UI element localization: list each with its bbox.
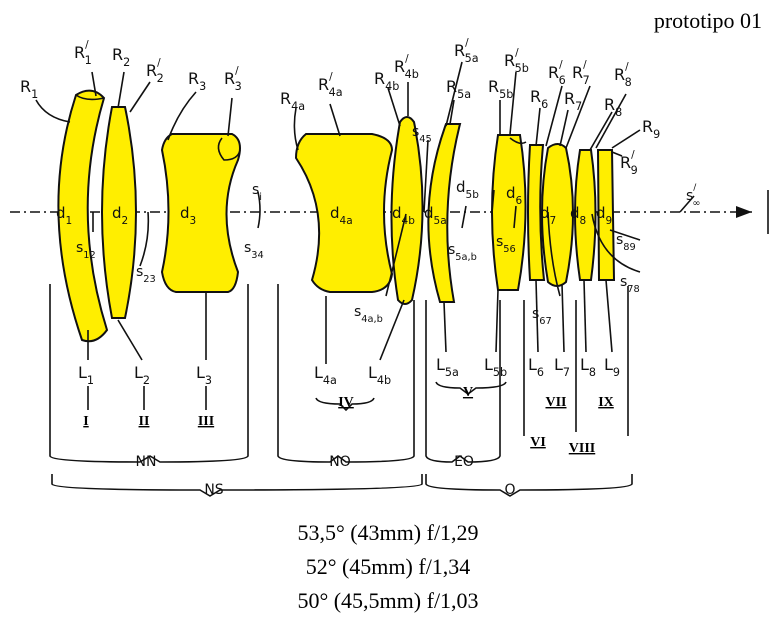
group-label-no: NO	[329, 454, 351, 470]
element-number-viii: VIII	[569, 441, 595, 456]
group-label-nn: NN	[136, 454, 157, 470]
spacing-label-12: s12	[76, 240, 96, 261]
group-label-o: O	[504, 482, 515, 498]
radius-label-9-prime: R/9	[620, 149, 638, 177]
lens-element-L5b	[491, 134, 527, 291]
lens-label-1: L1	[78, 363, 94, 387]
radius-label-8-prime: R/8	[614, 61, 632, 89]
thickness-label-6: d6	[506, 184, 523, 207]
radius-label-6: R6	[530, 87, 548, 111]
lens-label-3: L3	[196, 363, 212, 387]
lens-label-4a: L4a	[314, 363, 337, 387]
radius-label-5a-prime: R/5a	[454, 37, 479, 65]
radius-label-4a: R4a	[280, 89, 305, 113]
element-number-i: I	[83, 414, 88, 429]
spacing-label-i: si	[252, 182, 262, 203]
spec-line-43mm: 53,5° (43mm) f/1,29	[297, 520, 478, 545]
element-number-iv: IV	[338, 395, 354, 410]
lens-label-8: L8	[580, 355, 596, 379]
radius-label-5a: R5a	[446, 77, 471, 101]
thickness-label-9: d9	[596, 204, 612, 227]
lens-element-L7	[541, 143, 574, 287]
radius-label-4b: R4b	[374, 69, 399, 93]
thickness-label-5b: d5b	[456, 178, 479, 201]
element-number-v: V	[463, 385, 473, 400]
radius-label-2-prime: R/2	[146, 57, 164, 85]
radius-label-3: R3	[188, 69, 206, 93]
thickness-label-2: d2	[112, 204, 128, 227]
spec-line-45mm: 52° (45mm) f/1,34	[306, 554, 471, 579]
lens-element-L2	[101, 106, 137, 319]
spacing-label-infinity-prime: s/∞	[686, 183, 701, 209]
thickness-label-5a: d5a	[424, 204, 447, 227]
radius-label-5b: R5b	[488, 77, 513, 101]
element-number-ix: IX	[598, 395, 614, 410]
radius-label-1-prime: R/1	[74, 39, 92, 67]
spacing-label-45: s45	[412, 124, 432, 145]
spacing-label-4ab: s4a,b	[354, 304, 383, 325]
thickness-label-4b: d4b	[392, 204, 415, 227]
radius-label-2: R2	[112, 45, 130, 69]
lens-label-2: L2	[134, 363, 150, 387]
leader-lines	[35, 61, 695, 410]
lens-L3-bevel	[217, 137, 241, 161]
spacing-label-23: s23	[136, 264, 156, 285]
spacing-label-5ab: s5a,b	[448, 242, 477, 263]
thickness-label-7: d7	[540, 204, 556, 227]
lens-label-4b: L4b	[368, 363, 391, 387]
element-number-iii: III	[198, 414, 214, 429]
spec-lines: 53,5° (43mm) f/1,29 52° (45mm) f/1,34 50…	[297, 520, 478, 613]
spacing-label-34: s34	[244, 240, 264, 261]
spacing-label-89: s89	[616, 232, 636, 253]
group-brackets	[49, 284, 633, 497]
radius-label-8: R8	[604, 95, 622, 119]
lens-element-L3	[160, 133, 241, 293]
radius-label-6-prime: R/6	[548, 59, 566, 87]
thickness-label-3: d3	[180, 204, 196, 227]
lens-label-7: L7	[554, 355, 570, 379]
radius-label-7-prime: R/7	[572, 59, 590, 87]
radius-label-3-prime: R/3	[224, 65, 242, 93]
lens-label-6: L6	[528, 355, 544, 379]
lens-element-L8	[574, 149, 597, 281]
lens-label-5b: L5b	[484, 355, 507, 379]
element-number-vii: VII	[545, 395, 566, 410]
lens-L1-edge	[75, 94, 105, 101]
element-number-vi: VI	[530, 435, 546, 450]
spec-line-45-5mm: 50° (45,5mm) f/1,03	[297, 588, 478, 613]
radius-label-4a-prime: R/4a	[318, 71, 343, 99]
lens-L5b-bevel	[509, 137, 527, 145]
lens-element-L4b	[390, 116, 424, 305]
element-number-ii: II	[139, 414, 150, 429]
spacing-label-67: s67	[532, 306, 552, 327]
axis-arrowhead	[736, 206, 752, 218]
lens-element-L6	[527, 144, 546, 281]
radius-label-1: R1	[20, 77, 38, 101]
lens-label-5a: L5a	[436, 355, 459, 379]
spacing-label-78: s78	[620, 274, 640, 295]
group-label-eo: EO	[454, 454, 474, 470]
lens-element-L5a	[427, 123, 462, 303]
spacing-label-56: s56	[496, 234, 516, 255]
group-label-ns: NS	[204, 482, 223, 498]
lens-element-L4a	[294, 133, 394, 293]
lens-label-9: L9	[604, 355, 620, 379]
thickness-label-4a: d4a	[330, 204, 353, 227]
thickness-label-1: d1	[56, 204, 72, 227]
diagram-title: prototipo 01	[654, 8, 762, 33]
thickness-label-8: d8	[570, 204, 586, 227]
radius-label-4b-prime: R/4b	[394, 53, 419, 81]
radius-label-5b-prime: R/5b	[504, 47, 529, 75]
radius-label-7: R7	[564, 89, 582, 113]
radius-label-9: R9	[642, 117, 660, 141]
